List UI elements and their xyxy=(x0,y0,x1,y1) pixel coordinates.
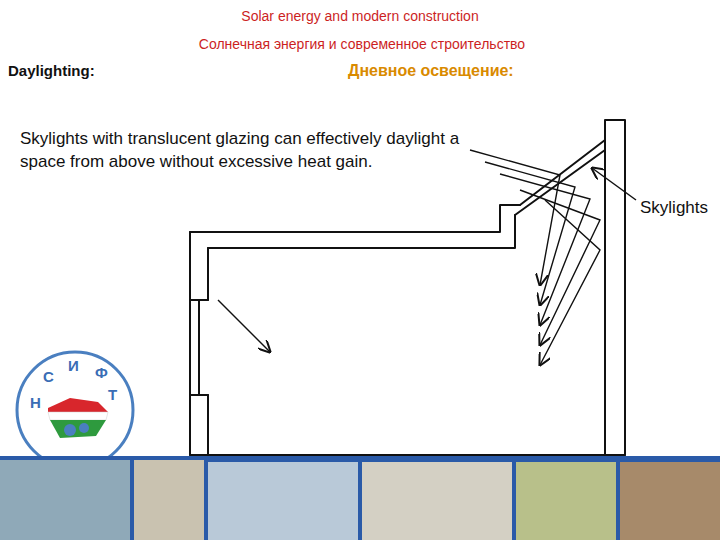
photo-strip xyxy=(0,456,720,540)
window xyxy=(190,300,208,395)
leader-line xyxy=(592,168,636,200)
left-wall xyxy=(190,232,208,455)
slide-title: Solar energy and modern construction xyxy=(0,8,720,24)
light-arrow xyxy=(218,300,270,352)
sun-rays xyxy=(470,150,600,365)
roof xyxy=(190,205,520,248)
logo-letter: Ф xyxy=(95,364,108,381)
logo-letter: И xyxy=(68,357,79,374)
logo-letter: Н xyxy=(30,394,41,411)
logo-letter: Т xyxy=(108,386,117,403)
section-heading: Daylighting: xyxy=(8,62,95,79)
slide-subtitle: Солнечная энергия и современное строител… xyxy=(2,36,720,52)
note-text: Skylights with translucent glazing can e… xyxy=(20,128,465,174)
logo-map xyxy=(48,398,108,438)
right-wall xyxy=(605,120,625,455)
floor-line xyxy=(190,454,625,456)
logo-ring xyxy=(17,352,133,468)
logo-letter: С xyxy=(43,368,54,385)
section-heading: Дневное освещение: xyxy=(348,62,514,80)
part-label: Skylights xyxy=(640,198,708,218)
